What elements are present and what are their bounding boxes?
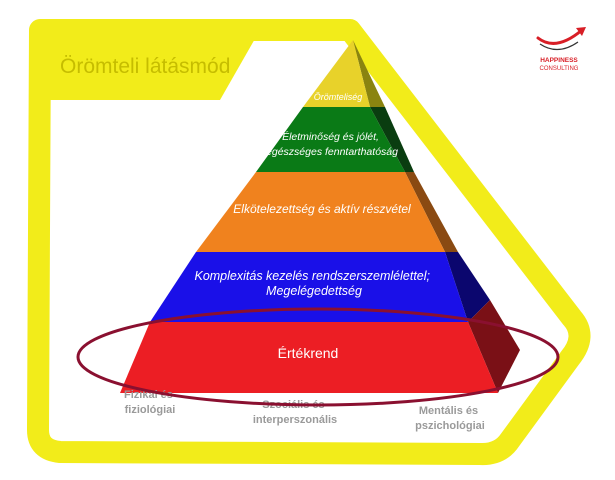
- pyramid-side-yellow: [353, 40, 385, 107]
- logo-curve-icon: [539, 41, 579, 51]
- level-1-label: Örömteliség: [314, 92, 363, 102]
- level-3-label: Elkötelezettség és aktív részvétel: [233, 202, 411, 216]
- pyramid-level-5-values: [120, 322, 498, 393]
- pyramid-side-orange: [405, 172, 458, 252]
- logo-line1: HAPPINESS: [540, 57, 578, 64]
- pyramid-level-2-wellbeing: [256, 107, 405, 172]
- logo-swoosh-icon: [536, 28, 584, 45]
- page-title: Örömteli látásmód: [60, 55, 230, 78]
- title-tab: [40, 30, 260, 100]
- happiness-consulting-logo: HAPPINESS CONSULTING: [536, 27, 586, 72]
- pyramid-level-3-engagement: [196, 172, 445, 252]
- level-4-label: Komplexitás kezelés rendszerszemlélettel…: [194, 269, 433, 298]
- level-2-label: Életminőség és jólét, egészséges fenntar…: [266, 130, 398, 158]
- logo-arrow-icon: [576, 27, 586, 36]
- pyramid-level-1-joy: [303, 40, 370, 107]
- pyramid-side-blue: [445, 252, 490, 322]
- pyramid-side-green: [370, 107, 414, 172]
- logo-line2: CONSULTING: [540, 66, 579, 72]
- level-5-label: Értékrend: [278, 345, 339, 361]
- pyramid-level-4-complexity: [150, 252, 468, 322]
- dimension-mental: Mentális és pszichológiai: [415, 405, 485, 432]
- yellow-frame: [27, 19, 591, 466]
- values-highlight-ellipse: [76, 307, 560, 407]
